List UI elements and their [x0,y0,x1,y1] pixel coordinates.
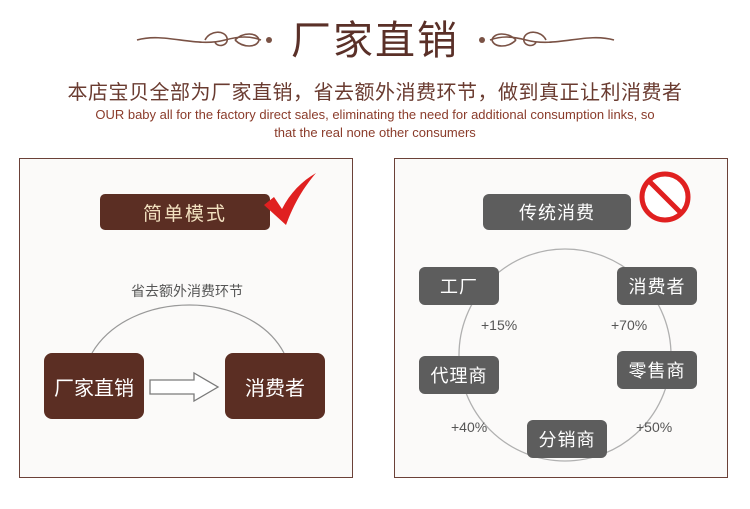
subtitle: 本店宝贝全部为厂家直销，省去额外消费环节，做到真正让利消费者 [67,80,683,104]
traditional-mode-label: 传统消费 [483,194,631,230]
arc-label: 省去额外消费环节 [131,284,243,300]
traditional-consumption-panel: 传统消费 工厂 消费者 代理商 零售商 分销商 +15% +70% +40% +… [394,158,728,478]
ornament-left-icon [136,31,272,47]
simple-mode-label: 简单模式 [100,194,270,230]
no-sign-icon [639,171,691,223]
right-arrow-icon [149,371,220,403]
bypass-arc [91,304,285,354]
english-line-1: OUR baby all for the factory direct sale… [95,107,655,122]
factory-direct-box: 厂家直销 [44,353,144,419]
node-consumer: 消费者 [617,267,697,305]
markup-distributor-retailer: +50% [636,419,673,435]
node-factory: 工厂 [419,267,499,305]
node-retailer: 零售商 [617,351,697,389]
english-description: OUR baby all for the factory direct sale… [0,106,750,142]
markup-retailer-consumer: +70% [611,317,648,333]
node-distributor: 分销商 [527,420,607,458]
checkmark-icon [264,173,316,225]
english-line-2: that the real none other consumers [274,125,476,140]
markup-agent-distributor: +40% [451,419,488,435]
page-title: 厂家直销 [291,18,459,64]
simple-mode-panel: 简单模式 省去额外消费环节 厂家直销 消费者 [19,158,353,478]
node-agent: 代理商 [419,356,499,394]
markup-factory-agent: +15% [481,317,518,333]
consumer-box: 消费者 [225,353,325,419]
ornament-right-icon [479,31,615,47]
